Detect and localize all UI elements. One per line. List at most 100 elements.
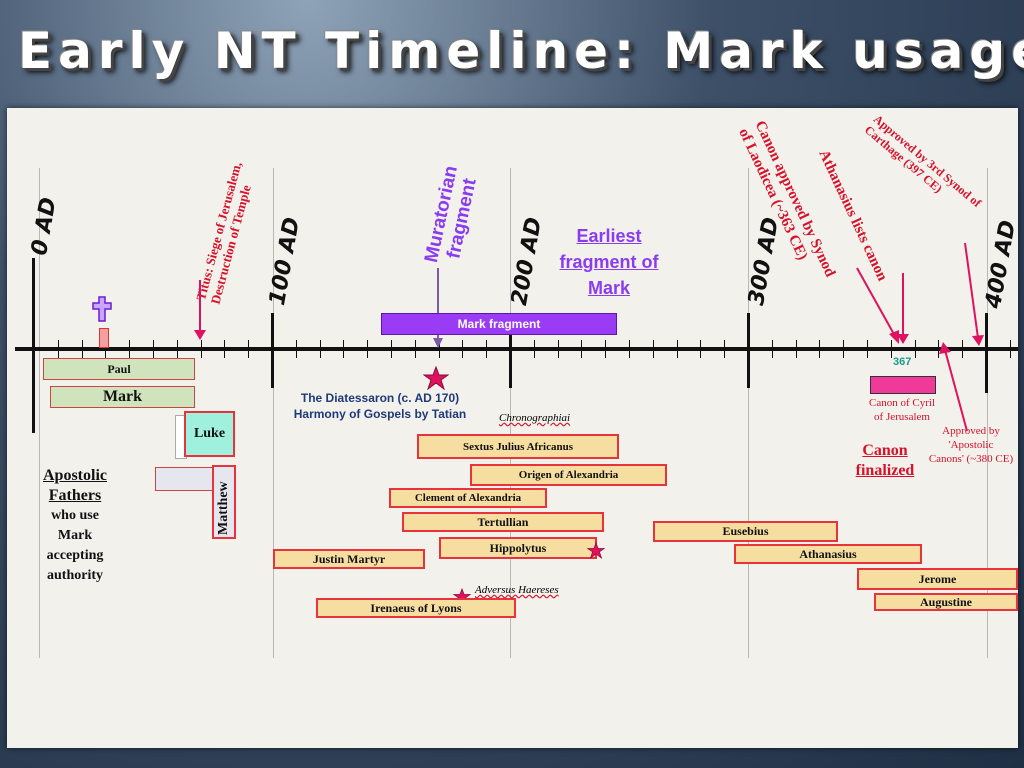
apostolic-fathers-line-2: Fathers	[48, 487, 102, 504]
axis-tick	[629, 340, 630, 358]
star-icon	[586, 541, 606, 564]
gridline-100	[273, 168, 274, 658]
hippolytus-bar: Hippolytus	[439, 537, 597, 559]
canon-line-2: finalized	[855, 462, 915, 479]
apostolic-fathers-line-5: accepting	[46, 548, 104, 563]
sextus-bar: Sextus Julius Africanus	[417, 434, 619, 459]
apostolic-fathers-line-3: who use	[51, 508, 99, 523]
augustine-bar: Augustine	[874, 593, 1018, 611]
timeline-axis	[15, 347, 1018, 351]
axis-tick	[343, 340, 345, 358]
apostolic-line-3: Canons' (~380 CE)	[928, 453, 1014, 465]
century-label-100: 100 AD	[265, 215, 306, 308]
marker-0	[32, 258, 35, 433]
axis-tick	[557, 340, 559, 358]
axis-tick	[1009, 340, 1011, 358]
canon-arrows	[856, 242, 984, 346]
gridline-400	[987, 168, 988, 658]
apostolic-arrow	[939, 342, 968, 432]
marker-200	[509, 313, 512, 388]
carthage-line-2: Carthage (397 CE)	[862, 122, 946, 196]
axis-tick	[724, 340, 726, 358]
cyril-line-1: Canon of Cyril	[869, 397, 935, 409]
axis-tick	[200, 340, 202, 358]
gridline-300	[748, 168, 749, 658]
axis-tick	[248, 340, 250, 358]
axis-tick	[295, 340, 297, 358]
axis-tick	[462, 340, 464, 358]
diatessaron-line-1: The Diatessaron (c. AD 170)	[300, 391, 460, 405]
cyril-label: Canon of Cyril of Jerusalem	[847, 396, 957, 424]
axis-tick	[319, 340, 321, 358]
axis-tick	[486, 340, 488, 358]
year-367: 367	[893, 356, 912, 368]
marker-400	[985, 313, 988, 393]
axis-tick	[81, 340, 83, 358]
axis-tick	[391, 340, 392, 358]
axis-tick	[819, 340, 821, 358]
axis-tick	[533, 340, 535, 358]
axis-tick	[700, 340, 702, 358]
apostolic-fathers-line-4: Mark	[57, 528, 93, 543]
gridline-200	[510, 168, 511, 658]
justin-bar: Justin Martyr	[273, 549, 425, 569]
star-icon	[422, 365, 450, 395]
cyril-canon-bar	[870, 376, 936, 394]
apostolic-line-1: Approved by	[942, 425, 1000, 437]
canon-line-1: Canon	[862, 442, 908, 459]
axis-tick	[771, 340, 773, 358]
axis-tick	[367, 340, 369, 358]
axis-tick	[867, 340, 868, 358]
axis-tick	[676, 340, 678, 358]
athanasius-bar: Athanasius	[734, 544, 922, 564]
apostolic-line-2: 'Apostolic	[948, 439, 994, 451]
apostolic-fathers-line-1: Apostolic	[43, 467, 107, 484]
axis-tick	[581, 340, 583, 358]
matthew-label: Matthew	[216, 481, 231, 535]
crucifixion-marker	[99, 328, 109, 348]
earliest-line-3: Mark	[587, 278, 631, 298]
earliest-fragment-label: Earliest fragment of Mark	[545, 223, 673, 301]
axis-tick	[105, 340, 107, 358]
axis-tick	[652, 340, 654, 358]
gridline-0	[39, 168, 40, 658]
origen-bar: Origen of Alexandria	[470, 464, 667, 486]
century-label-0: 0 AD	[27, 195, 62, 258]
axis-tick	[414, 340, 416, 358]
apostolic-canons-label: Approved by 'Apostolic Canons' (~380 CE)	[925, 424, 1017, 466]
cross-icon	[91, 296, 113, 327]
apostolic-fathers-line-6: authority	[47, 568, 103, 583]
axis-tick	[843, 340, 845, 358]
marker-100	[271, 313, 274, 388]
axis-tick	[153, 340, 154, 358]
matthew-pre-bar	[155, 467, 215, 491]
earliest-line-2: fragment of	[559, 252, 659, 272]
axis-tick	[605, 340, 607, 358]
jerome-bar: Jerome	[857, 568, 1018, 590]
axis-tick	[914, 340, 916, 358]
paul-bar: Paul	[43, 358, 195, 380]
page-title: Early NT Timeline: Mark usage	[18, 22, 1024, 80]
muratorian-label: Muratorian fragment	[421, 164, 482, 269]
earliest-line-1: Earliest	[576, 226, 642, 246]
mark-bar: Mark	[50, 386, 195, 408]
carthage-label: Approved by 3rd Synod of Carthage (397 C…	[862, 112, 984, 221]
diatessaron-line-2: Harmony of Gospels by Tatian	[293, 407, 467, 421]
mark-fragment-bar: Mark fragment	[381, 313, 617, 335]
axis-tick	[129, 340, 131, 358]
marker-300	[747, 313, 750, 388]
clement-bar: Clement of Alexandria	[389, 488, 547, 508]
carthage-line-1: Approved by 3rd Synod of	[871, 112, 985, 211]
muratorian-arrow	[433, 268, 443, 348]
apostolic-fathers-label: Apostolic Fathers who use Mark accepting…	[27, 466, 123, 586]
axis-tick	[176, 340, 178, 358]
axis-tick	[962, 340, 964, 358]
chronographiai-label: Chronographiai	[499, 412, 571, 424]
axis-tick	[57, 340, 59, 358]
axis-tick	[795, 340, 797, 358]
adversus-label: Adversus Haereses	[475, 584, 559, 596]
luke-box: Luke	[184, 411, 235, 457]
century-label-300: 300 AD	[744, 215, 785, 308]
titus-arrow	[194, 280, 206, 340]
tertullian-bar: Tertullian	[402, 512, 604, 532]
